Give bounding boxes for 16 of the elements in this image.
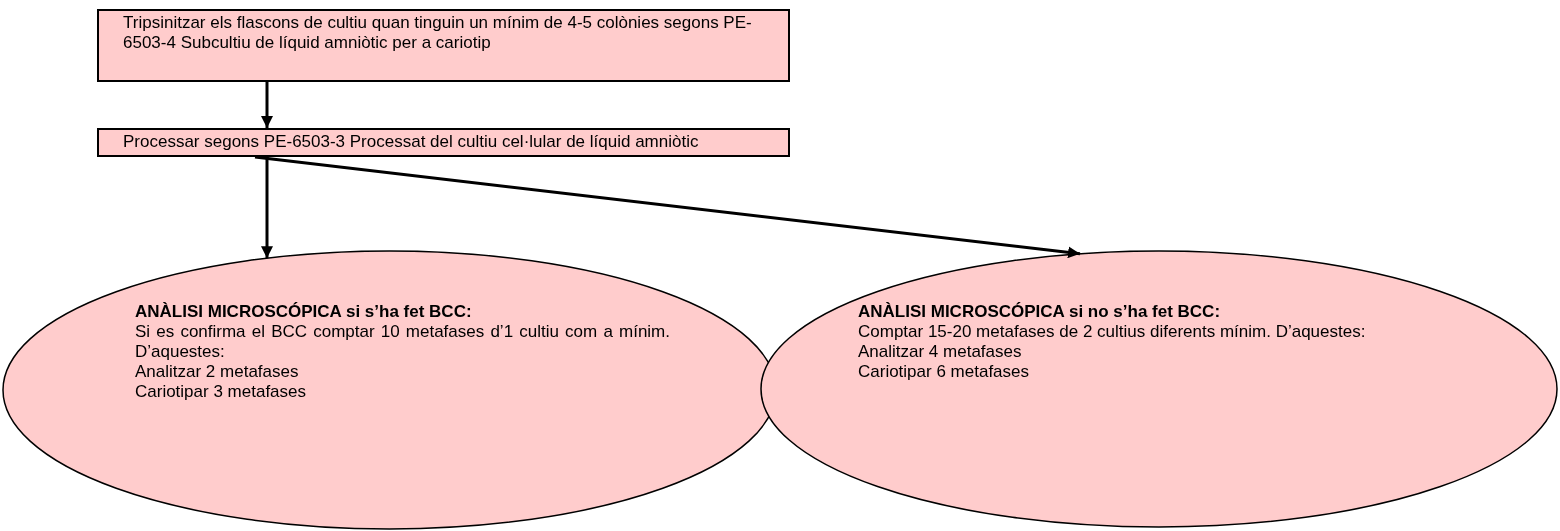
process-ellipse xyxy=(760,250,1558,528)
ellipse-heading: ANÀLISI MICROSCÓPICA si s’ha fet BCC: xyxy=(135,302,473,322)
step-text: Processar segons PE-6503-3 Processat del cultiu cel·lular de líquid amniòtic xyxy=(123,132,699,151)
process-box xyxy=(97,9,790,82)
arrow xyxy=(254,155,1081,259)
ellipse-text: Si es confirma el BCC comptar 10 metafases d’1 cultiu com a mínim. D’aquestes: xyxy=(135,322,670,362)
ellipse-text: Analitzar 2 metafases xyxy=(135,362,300,382)
ellipse-text: Analitzar 4 metafases xyxy=(858,342,1023,362)
arrow xyxy=(261,82,273,128)
process-box xyxy=(97,128,790,157)
arrow xyxy=(261,157,273,259)
ellipse-heading: ANÀLISI MICROSCÓPICA si no s’ha fet BCC: xyxy=(858,302,1222,322)
ellipse-text: Comptar 15-20 metafases de 2 cultius diferents mínim. D’aquestes: xyxy=(858,322,1367,342)
step-text: Tripsinitzar els flascons de cultiu quan tinguin un mínim de 4-5 colònies segons PE-6503-4 Subcultiu de líquid amniòtic per a cariotip xyxy=(123,13,752,52)
ellipse-text: Cariotipar 6 metafases xyxy=(858,362,1031,382)
ellipse-text: Cariotipar 3 metafases xyxy=(135,382,308,402)
